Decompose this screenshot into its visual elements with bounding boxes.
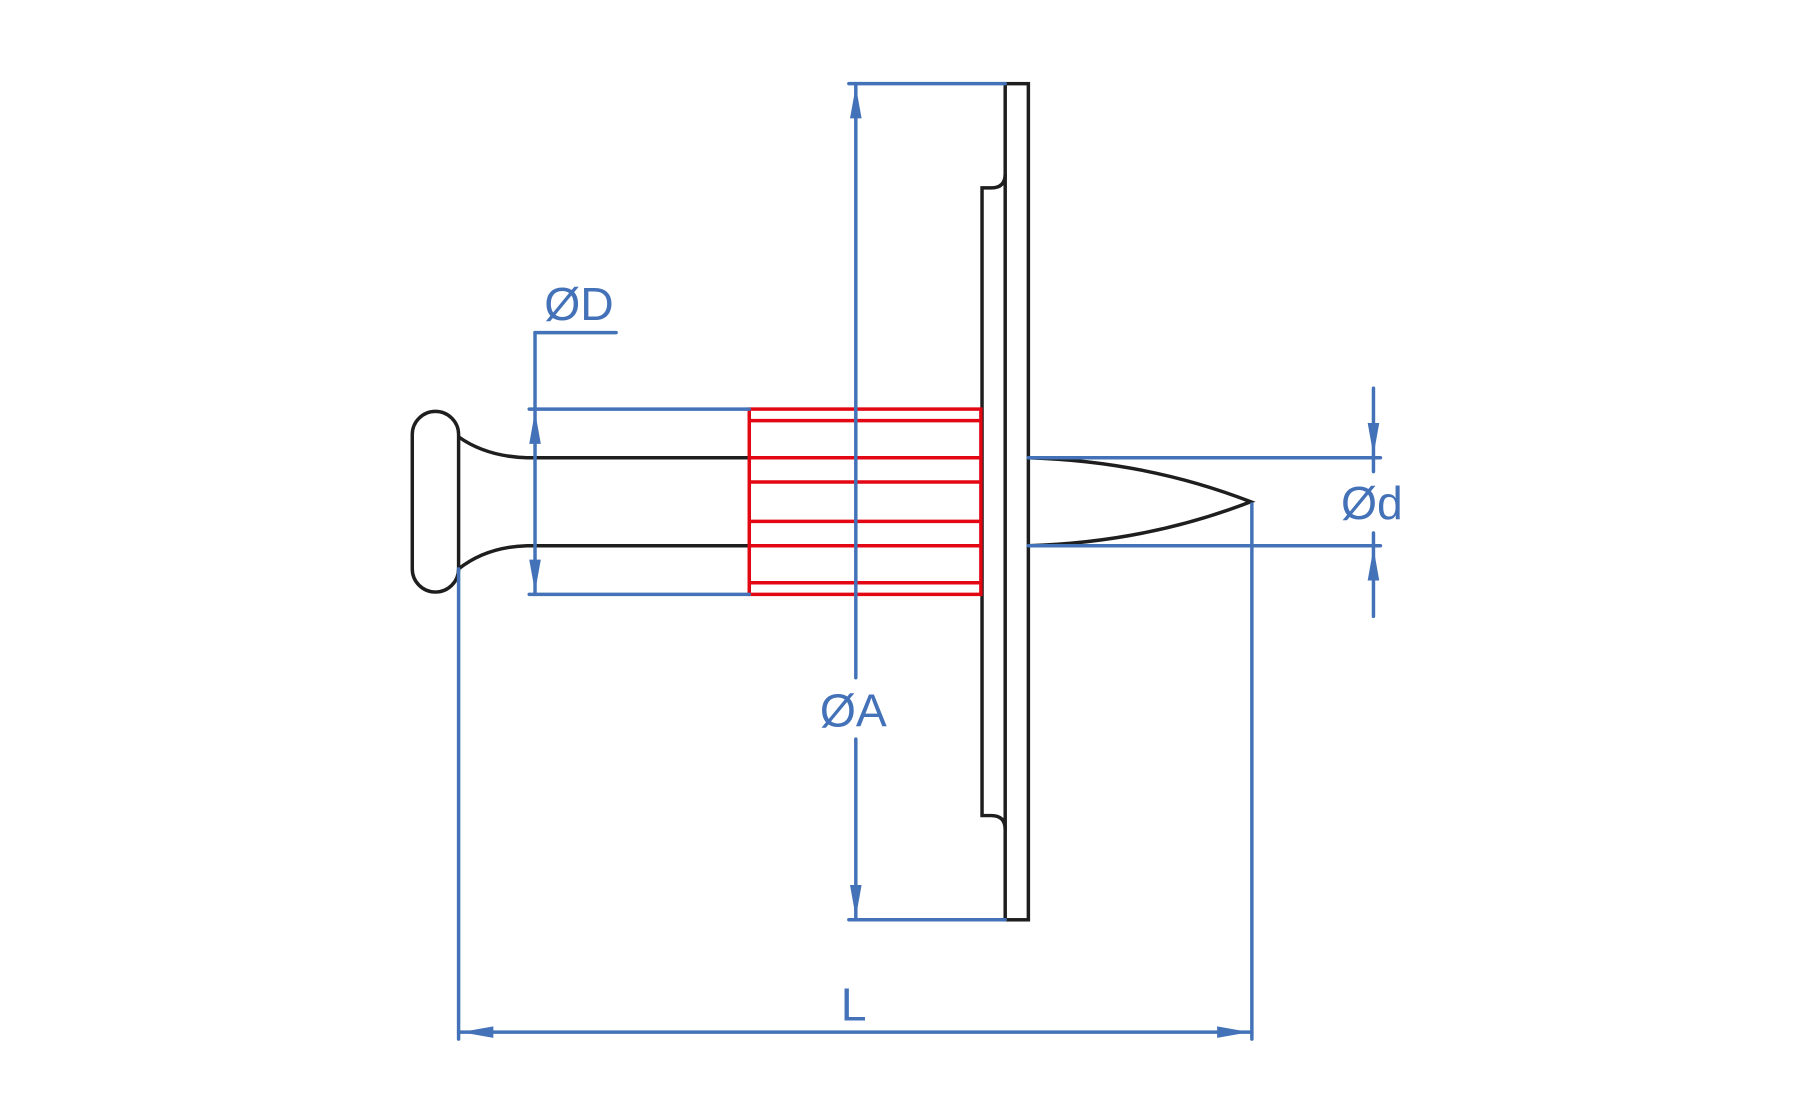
washer-outline	[980, 81, 1031, 922]
arrow-up-icon	[1367, 548, 1380, 581]
label-shank-diameter: Ød	[1341, 477, 1403, 529]
dimension-washer-diameter: ØA	[820, 81, 1007, 922]
label-length: L	[841, 979, 867, 1031]
arrow-up-icon	[529, 411, 541, 444]
arrow-down-icon	[529, 559, 541, 593]
arrow-down-icon	[1367, 422, 1380, 456]
arrow-down-icon	[850, 885, 862, 918]
arrow-right-icon	[1217, 1026, 1250, 1038]
label-washer-diameter: ØA	[820, 684, 887, 736]
label-head-diameter: ØD	[544, 278, 613, 330]
plastic-sleeve	[747, 407, 983, 597]
dimension-head-diameter: ØD	[527, 278, 752, 597]
arrow-left-icon	[460, 1026, 494, 1038]
dimension-length: L	[456, 502, 1254, 1041]
arrow-up-icon	[850, 85, 862, 119]
dimension-shank-diameter: Ød	[1026, 386, 1403, 619]
